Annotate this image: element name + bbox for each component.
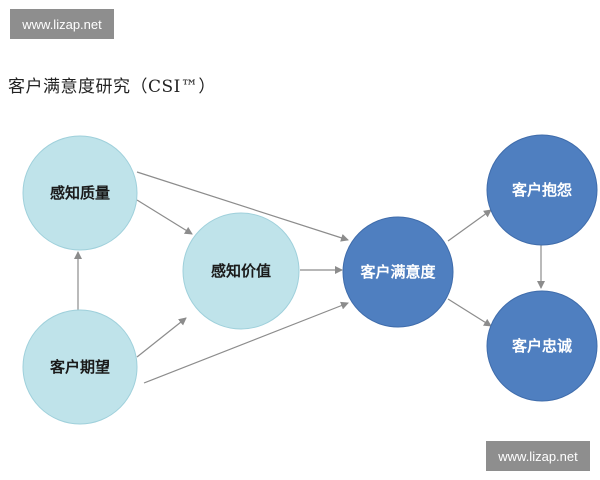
node-customer-satisfaction-label: 客户满意度 — [359, 263, 436, 281]
diagram-title: 客户满意度研究（CSI™） — [8, 77, 216, 97]
arrow-satisfaction-to-complaint — [447, 209, 492, 242]
node-customer-complaint-label: 客户抱怨 — [511, 181, 572, 199]
arrow-satisfaction-to-loyalty — [447, 298, 492, 327]
arrow-quality-to-satisfaction — [136, 171, 349, 242]
node-customer-expectation-label: 客户期望 — [49, 358, 110, 376]
node-customer-loyalty: 客户忠诚 — [486, 290, 598, 402]
watermark-bottom: www.lizap.net — [486, 441, 590, 471]
node-perceived-quality-label: 感知质量 — [50, 184, 110, 202]
node-perceived-quality: 感知质量 — [22, 135, 138, 251]
node-customer-loyalty-label: 客户忠诚 — [511, 337, 572, 355]
watermark-top: www.lizap.net — [10, 9, 114, 39]
arrow-expectation-to-value — [136, 317, 187, 358]
node-perceived-value-label: 感知价值 — [211, 262, 271, 280]
node-customer-satisfaction: 客户满意度 — [342, 216, 454, 328]
node-customer-complaint: 客户抱怨 — [486, 134, 598, 246]
arrow-expectation-to-satisfaction — [143, 301, 349, 384]
arrow-quality-to-value — [136, 199, 193, 235]
node-customer-expectation: 客户期望 — [22, 309, 138, 425]
node-perceived-value: 感知价值 — [182, 212, 300, 330]
